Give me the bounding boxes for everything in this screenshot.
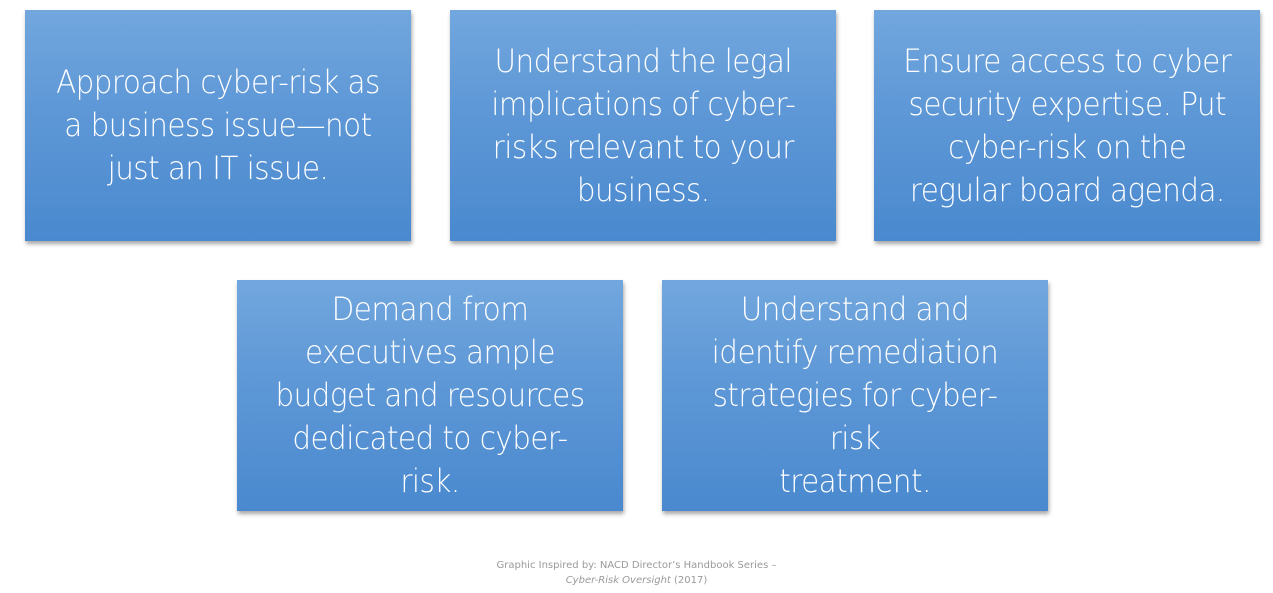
source-year: (2017) — [670, 575, 708, 586]
box-budget-resources: Demand from executives ample budget and … — [237, 280, 623, 511]
box-budget-resources-text: Demand from executives ample budget and … — [275, 290, 585, 500]
box-security-expertise: Ensure access to cyber security expertis… — [874, 10, 1260, 241]
box-business-issue-text: Approach cyber-risk as a business issue—… — [56, 63, 380, 187]
box-security-expertise-text: Ensure access to cyber security expertis… — [902, 41, 1232, 209]
box-legal-implications-text: Understand the legal implications of cyb… — [490, 41, 796, 209]
box-business-issue: Approach cyber-risk as a business issue—… — [25, 10, 411, 241]
source-caption-line2: Cyber-Risk Oversight (2017) — [0, 573, 1273, 588]
source-title: Cyber-Risk Oversight — [565, 575, 671, 586]
source-caption-line1: Graphic Inspired by: NACD Director’s Han… — [496, 560, 777, 571]
box-remediation-strategies-text: Understand and identify remediation stra… — [711, 290, 999, 500]
box-remediation-strategies: Understand and identify remediation stra… — [662, 280, 1048, 511]
source-caption: Graphic Inspired by: NACD Director’s Han… — [0, 558, 1273, 588]
box-legal-implications: Understand the legal implications of cyb… — [450, 10, 836, 241]
